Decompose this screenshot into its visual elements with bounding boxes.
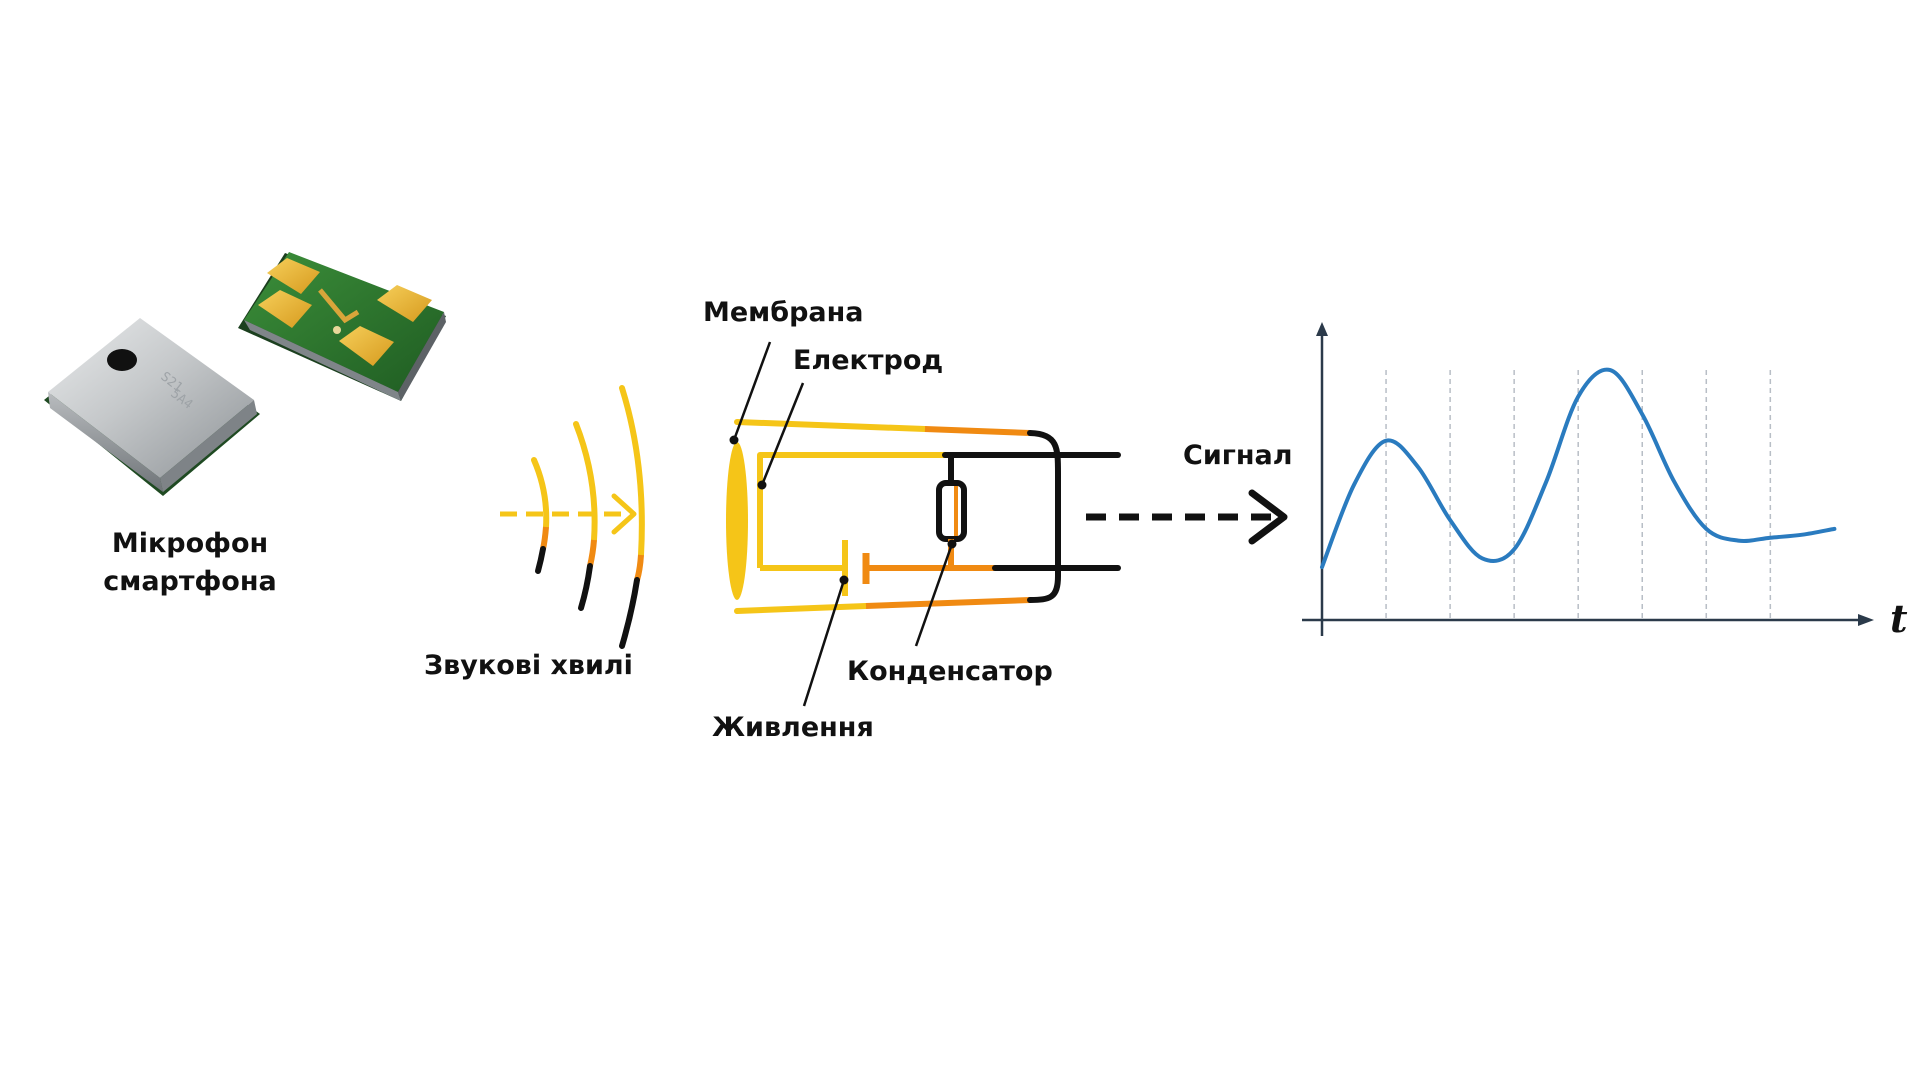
microphone-label-line2: смартфона — [103, 566, 277, 598]
x-axis-arrowhead — [1858, 614, 1874, 626]
microphone-label-line1: Мікрофон — [111, 528, 269, 559]
microphone-front-can: S21 5A4 — [44, 318, 260, 496]
power-label: Живлення — [712, 712, 874, 743]
y-axis-arrowhead — [1316, 322, 1328, 336]
sound-waves — [500, 385, 645, 649]
time-axis-label: t — [1890, 596, 1908, 641]
membrane-leader — [732, 341, 772, 441]
electrode-label: Електрод — [793, 345, 944, 376]
signal-label: Сигнал — [1183, 440, 1293, 471]
chart-grid — [1385, 370, 1772, 620]
signal-arrow — [1086, 489, 1288, 545]
microphone-image: S21 5A4 — [44, 252, 446, 496]
signal-chart — [1302, 322, 1874, 636]
power-leader — [802, 579, 846, 707]
mic-schematic — [726, 341, 1121, 707]
capacitor-body — [936, 480, 967, 542]
microphone-label: Мікрофон смартфона — [60, 528, 320, 605]
sound-arrowhead — [611, 493, 637, 535]
electrode-leader — [760, 382, 805, 486]
membrane-shape — [726, 442, 748, 600]
microphone-back-pcb — [238, 252, 446, 401]
signal-series-line — [1320, 367, 1837, 570]
membrane-label: Мембрана — [703, 297, 864, 328]
capacitor-label: Конденсатор — [847, 656, 1053, 687]
sound-waves-label: Звукові хвилі — [424, 650, 633, 681]
capacitor-leader — [914, 543, 954, 647]
